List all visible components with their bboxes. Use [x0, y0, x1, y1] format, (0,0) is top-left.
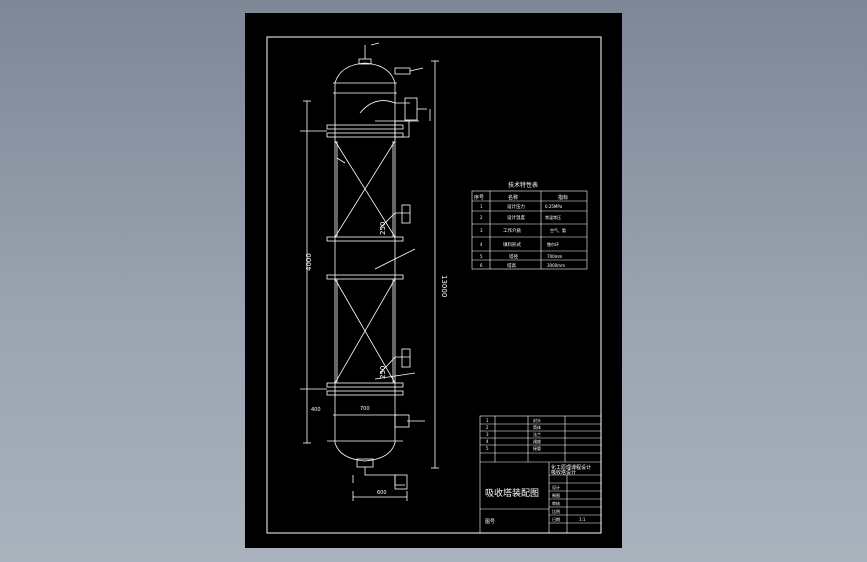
title-block-school: 化工原理课程设计 — [551, 464, 591, 471]
spec-row-value: 0.25MPa — [545, 204, 563, 209]
tower-outline — [300, 42, 439, 501]
spec-row-no: 2 — [480, 215, 483, 220]
spec-header-name: 名称 — [508, 194, 518, 201]
sign-label: 设计 — [552, 484, 560, 490]
part-name: 封头 — [533, 417, 541, 423]
part-no: 3 — [486, 432, 489, 437]
title-block-corner: 图号 — [485, 519, 495, 525]
ratio-value: 1:1 — [579, 517, 586, 522]
spec-row-name: 工作介质 — [503, 227, 521, 234]
drawing-title: 吸收塔装配图 — [485, 487, 539, 499]
title-block-subtitle: 吸收塔设计 — [551, 469, 576, 476]
sign-label: 比例 — [552, 508, 560, 514]
sign-label: 日期 — [552, 516, 560, 522]
spec-row-name: 设计温度 — [507, 214, 525, 221]
spec-row-value: 鲍尔环 — [547, 241, 559, 247]
spec-row-name: 塔高 — [507, 262, 516, 269]
spec-table-title: 技术特性表 — [508, 181, 538, 189]
spec-row-name: 设计压力 — [507, 203, 525, 210]
spec-header-value: 指标 — [558, 194, 568, 201]
spec-row-no: 6 — [480, 263, 483, 268]
spec-row-no: 4 — [480, 242, 483, 247]
drawing-sheet: 13000 4000 250 250 700 400 600 技术特性表 序号 … — [245, 13, 622, 548]
sign-label: 审核 — [552, 500, 560, 506]
part-no: 1 — [486, 418, 489, 423]
part-name: 裙座 — [533, 438, 541, 444]
dim-700: 700 — [360, 406, 370, 412]
spec-header-no: 序号 — [474, 194, 484, 201]
part-no: 2 — [486, 425, 489, 430]
dim-400: 400 — [311, 407, 321, 413]
part-name: 法兰 — [533, 431, 541, 437]
part-no: 4 — [486, 439, 489, 444]
part-name: 筒体 — [533, 424, 541, 430]
spec-row-value: 3000mm — [547, 263, 565, 268]
spec-row-value: 空气、氨 — [550, 227, 566, 233]
spec-row-no: 5 — [480, 254, 483, 259]
part-no: 5 — [486, 446, 489, 451]
spec-row-name: 填料形式 — [503, 241, 521, 248]
spec-table: 技术特性表 序号 名称 指标 1 设计压力 0.25MPa 2 设计温度 常温常… — [471, 181, 588, 270]
sign-label: 制图 — [552, 492, 560, 498]
spec-row-value: 700mm — [547, 254, 563, 259]
dim-inlet-upper: 250 — [379, 222, 387, 235]
spec-row-no: 1 — [480, 204, 483, 209]
title-block: 1 封头 2 筒体 3 法兰 4 裙座 5 接管 化工原理课程设计 吸收塔设计 … — [479, 415, 602, 534]
dim-inlet-lower: 250 — [379, 366, 387, 379]
spec-row-name: 塔径 — [509, 253, 518, 260]
dim-section-height: 4000 — [305, 253, 313, 271]
spec-row-no: 3 — [480, 228, 483, 233]
dim-overall-height: 13000 — [440, 275, 448, 297]
inner-frame — [266, 36, 602, 534]
part-name: 接管 — [533, 445, 541, 451]
dim-base: 600 — [377, 490, 387, 496]
cad-drawing: 13000 4000 250 250 700 400 600 技术特性表 序号 … — [266, 36, 602, 534]
spec-row-value: 常温常压 — [545, 214, 561, 220]
